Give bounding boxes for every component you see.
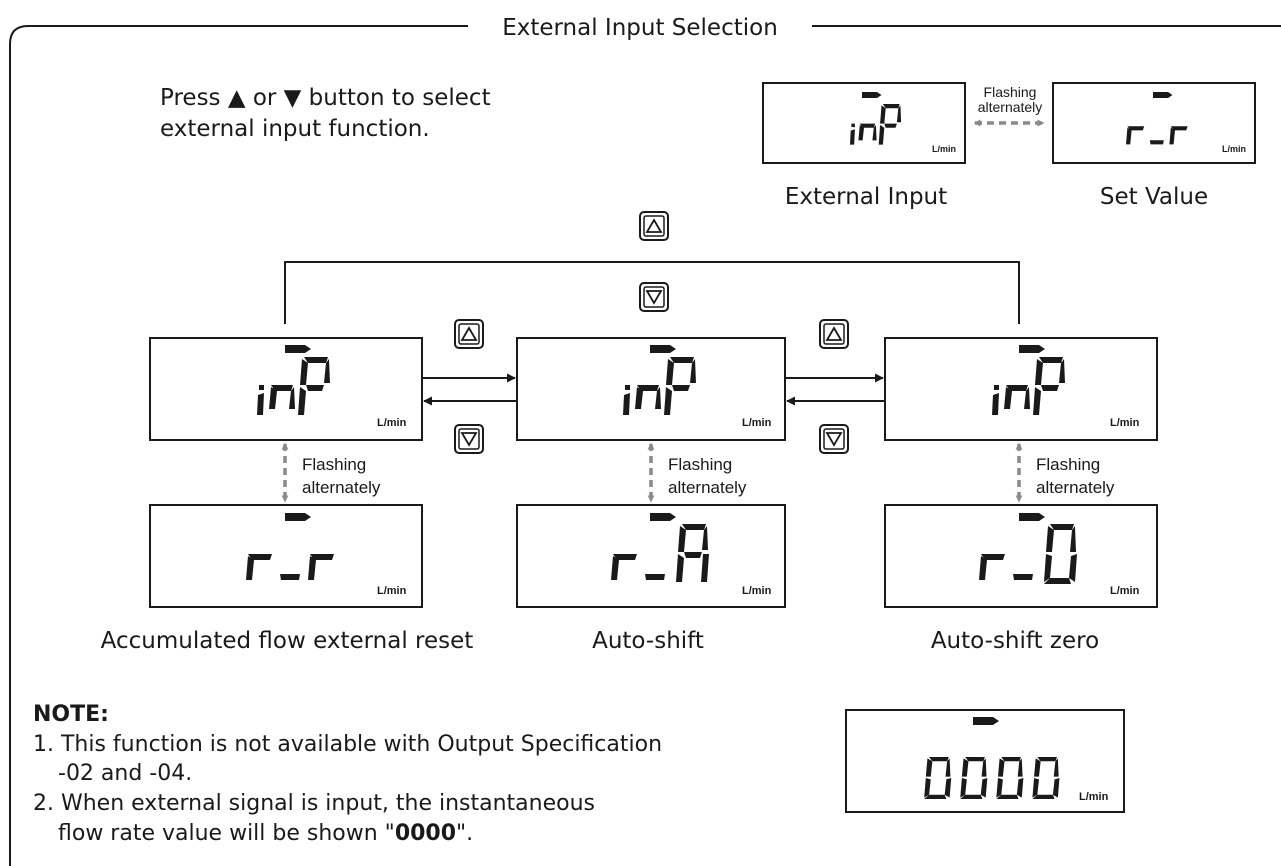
note-item-1-line-2: -02 and -04. — [58, 761, 192, 786]
unit-label: L/min — [377, 417, 407, 429]
unit-label: L/min — [742, 417, 772, 429]
flashing-label-3-line-1: Flashing — [1036, 455, 1100, 474]
legend-unit-left: L/min — [932, 144, 956, 154]
legend: L/min L/min Flashing alternately Externa… — [762, 82, 1256, 210]
flashing-label-1-line-1: Flashing — [302, 455, 366, 474]
note-item-2-line-1: 2. When external signal is input, the in… — [33, 791, 595, 816]
legend-caption-external-input: External Input — [785, 184, 947, 210]
flashing-label-3-line-2: alternately — [1036, 478, 1115, 497]
instruction-line-1: Press ▲ or ▼ button to select — [160, 85, 491, 111]
set-value-display-1: L/min — [149, 504, 423, 608]
legend-display-set-value — [1052, 82, 1256, 164]
down-triangle-button-icon — [819, 424, 849, 454]
set-value-display-2: L/min — [516, 504, 786, 608]
unit-label: L/min — [1110, 417, 1140, 429]
note-item-1-line-1: 1. This function is not available with O… — [33, 732, 662, 757]
unit-label: L/min — [377, 585, 407, 597]
mode-caption-2: Auto-shift — [592, 628, 704, 654]
mode-display-3: L/min — [884, 337, 1158, 441]
legend-unit-right: L/min — [1222, 144, 1246, 154]
mode-caption-1: Accumulated flow external reset — [101, 628, 474, 654]
flashing-label-2-line-1: Flashing — [668, 455, 732, 474]
legend-flashing-line-1: Flashing — [984, 84, 1037, 100]
inline-zero-display-icon: 0000 — [395, 821, 456, 846]
mode-display-2: L/min — [516, 337, 786, 441]
up-triangle-button-icon — [819, 319, 849, 349]
wrap-around-connector — [284, 261, 1020, 324]
note-heading: NOTE: — [33, 702, 109, 727]
unit-label: L/min — [742, 585, 772, 597]
instruction-line-2: external input function. — [160, 116, 430, 142]
unit-label: L/min — [1110, 585, 1140, 597]
legend-caption-set-value: Set Value — [1100, 184, 1208, 210]
mode-caption-3: Auto-shift zero — [931, 628, 1099, 654]
flashing-label-2-line-2: alternately — [668, 478, 747, 497]
legend-flashing-line-2: alternately — [978, 99, 1043, 115]
up-triangle-button-icon — [639, 211, 669, 241]
frame-border — [9, 25, 1281, 866]
note-item-2-line-2: flow rate value will be shown "0000". — [58, 821, 473, 846]
down-triangle-button-icon — [639, 282, 669, 312]
mode-display-1: L/min — [149, 337, 423, 441]
unit-label: L/min — [1079, 791, 1109, 803]
up-triangle-button-icon — [454, 319, 484, 349]
instantaneous-display: L/min — [845, 709, 1125, 813]
frame-title: External Input Selection — [502, 15, 778, 41]
flashing-label-1-line-2: alternately — [302, 478, 381, 497]
down-triangle-button-icon — [454, 424, 484, 454]
set-value-display-3: L/min — [884, 504, 1158, 608]
